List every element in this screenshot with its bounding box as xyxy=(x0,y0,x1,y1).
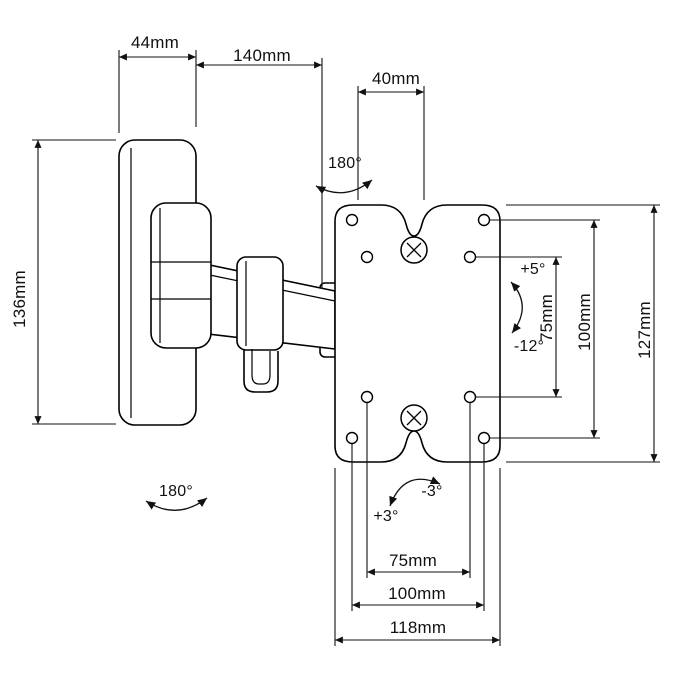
cable-clip xyxy=(243,349,279,393)
dim-label-140mm: 140mm xyxy=(233,46,291,65)
vesa-hole-inner-tr xyxy=(463,250,477,264)
vesa-hole-inner-br xyxy=(463,390,477,404)
vesa-hole-outer-tl xyxy=(345,213,359,227)
dim-label-136mm: 136mm xyxy=(10,270,29,328)
angle-label-swivel-arm-180: 180° xyxy=(328,155,362,172)
tilt-arc-icon xyxy=(510,281,523,334)
angle-arrows xyxy=(145,179,523,511)
angle-label-tilt-down: -12° xyxy=(513,338,545,355)
vesa-hole-outer-br xyxy=(477,431,491,445)
dim-label-127mm: 127mm xyxy=(635,301,654,359)
vesa-hole-inner-tl xyxy=(360,250,374,264)
swivel-arm-arc-icon xyxy=(315,179,373,195)
dim-label-44mm: 44mm xyxy=(130,33,180,52)
adjustment-screws xyxy=(400,236,428,432)
vesa-hole-inner-bl xyxy=(360,390,374,404)
dim-label-vertical-75mm: 75mm xyxy=(537,293,556,343)
angle-label-rotate-neg: -3° xyxy=(421,483,443,500)
rotate-arc-icon xyxy=(389,476,441,507)
hinge-assembly xyxy=(150,202,212,349)
angle-label-tilt-up: +5° xyxy=(520,261,546,278)
dim-label-vertical-100mm: 100mm xyxy=(575,293,594,351)
dim-label-horizontal-75mm: 75mm xyxy=(388,551,438,570)
angle-label-rotate-pos: +3° xyxy=(373,508,399,525)
arm-clamp xyxy=(236,256,284,351)
dim-label-118mm: 118mm xyxy=(389,618,447,637)
vesa-plate xyxy=(334,204,501,463)
vesa-hole-outer-bl xyxy=(345,431,359,445)
vesa-holes xyxy=(345,213,491,445)
angle-label-swivel-base-180: 180° xyxy=(159,483,193,500)
dim-label-horizontal-100mm: 100mm xyxy=(388,584,446,603)
swivel-base-arc-icon xyxy=(145,497,208,511)
dim-label-40mm: 40mm xyxy=(371,69,421,88)
vesa-hole-outer-tr xyxy=(477,213,491,227)
